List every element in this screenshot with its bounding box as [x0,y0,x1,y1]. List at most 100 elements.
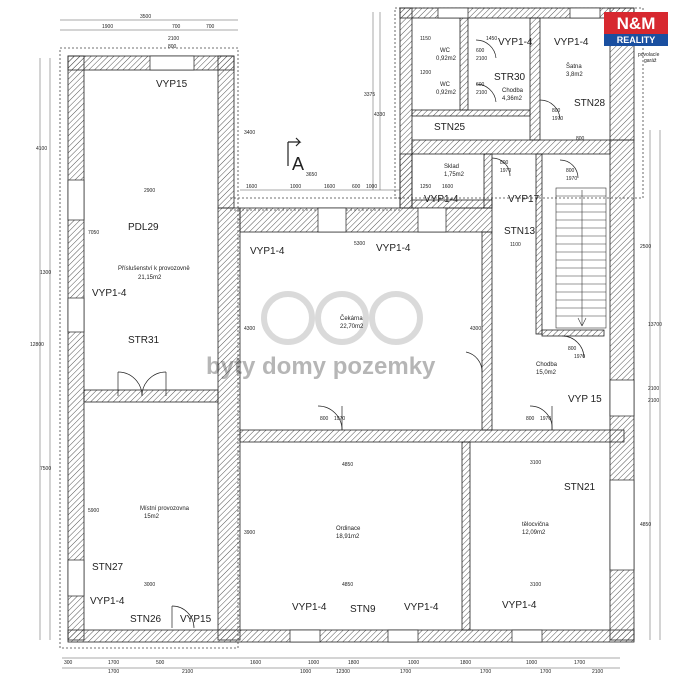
windows [67,7,635,643]
dim-bot-500: 500 [156,660,165,666]
tag-stn27: STN27 [92,562,124,573]
logo-main-text: N&M [617,14,656,33]
room-satna-name: Šatna [566,63,582,70]
window-left-3 [67,559,85,597]
window-left-1 [67,179,85,221]
room-mistni-name: Místní provozovna [140,506,190,512]
window-chodba [609,379,635,417]
room-wc1-area: 0,92m2 [436,56,457,62]
wall-ordinace-right [461,441,471,631]
tag-vyp14-sklad: VYP1-4 [424,194,459,205]
window-cekarna-2 [417,207,447,233]
watermark: byty domy pozemky [206,291,436,380]
dim-bot-1700e: 1700 [480,669,491,675]
dim-top-1100: 1100 [510,242,521,248]
wall-left-divider [83,389,219,403]
dim-door-800a: 800 [320,416,329,422]
tag-stn28: STN28 [574,98,606,109]
door-stn26 [171,605,195,629]
element-tags: VYP15 PDL29 VYP1-4 STR31 STN27 VYP1-4 ST… [90,37,606,625]
dim-mid-3000: 3000 [144,582,155,588]
dim-door-1970a: 1970 [334,416,345,422]
dim-bot-1800a: 1800 [348,660,359,666]
wall-cekarna-right [481,231,493,431]
wall-stair-bottom [541,329,605,337]
dim-v-4300a: 4300 [244,326,255,332]
wall-central-middle [239,429,625,443]
room-prislusenstvi-name: Příslušenství k provozovně [118,266,190,272]
tag-vyp14-ordinace-right: VYP1-4 [404,602,439,613]
room-wc2-area: 0,92m2 [436,90,457,96]
dim-door-800c: 800 [568,346,577,352]
dim-bot-1000a: 1000 [308,660,319,666]
dim-top-600: 600 [352,184,361,190]
dim-left-7500: 7500 [40,466,51,472]
dim-bot-1600a: 1600 [250,660,261,666]
watermark-icon-2 [315,291,369,345]
dim-top-total: 3500 [140,14,151,20]
tag-vyp14-telocvicna: VYP1-4 [502,600,537,611]
watermark-text: byty domy pozemky [206,353,436,380]
window-telocvicna [511,629,543,643]
room-cekarna-name: Čekárna [340,315,363,322]
dim-top-1600c: 1600 [442,184,453,190]
dim-top-1600b: 1600 [324,184,335,190]
dim-left-4100: 4100 [36,146,47,152]
logo-blue-block [604,34,668,46]
dim-right-2500: 2500 [640,244,651,250]
dim-door-1970b: 1970 [540,416,551,422]
dim-bot-2100: 2100 [182,669,193,675]
dim-top-3650: 3650 [306,172,317,178]
dim-door-800b: 800 [526,416,535,422]
tag-vyp14-ordinace-left: VYP1-4 [292,602,327,613]
room-telocvicna-area: 12,09m2 [522,530,546,536]
dim-door-2100a: 2100 [476,56,487,62]
dim-bot-1700f: 1700 [540,669,551,675]
dim-v-3400: 3400 [244,130,255,136]
wall-stair-left [535,153,543,335]
dim-top-800: 800 [168,44,177,50]
room-satna-area: 3,8m2 [566,72,583,78]
door-wc1 [475,39,497,59]
dim-bot-1700c: 1700 [108,669,119,675]
dim-door-600a: 600 [476,48,485,54]
section-marker-label: A [292,154,304,174]
tag-vyp17: VYP17 [508,194,540,205]
wall-central-top [239,207,493,233]
room-wc2-name: WC [440,82,451,88]
dim-left-12800: 12800 [30,342,44,348]
window-top-left [149,55,195,71]
wall-left-inner-upper [217,55,235,209]
brand-logo: N&M REALITY [604,12,668,46]
dim-top-1000: 1000 [290,184,301,190]
dim-bot-1700b: 1700 [574,660,585,666]
dim-top-1900: 1900 [102,24,113,30]
dim-v-4300b: 4300 [470,326,481,332]
window-satna [569,7,601,19]
dim-top-5300: 5300 [354,241,365,247]
dim-top-1250: 1250 [420,184,431,190]
window-left-2 [67,297,85,333]
door-wc2 [475,83,497,103]
room-chodba-name: Chodba [536,362,558,368]
dim-door-800c2: 800 [552,108,561,114]
door-stair-top [559,159,579,179]
dim-right-2100: 2100 [648,386,659,392]
wall-wc-bottom [411,139,611,155]
room-labels: Příslušenství k provozovně 21,15m2 Místn… [118,48,583,540]
dim-top-2100: 2100 [168,36,179,42]
dim-door-1970d: 1970 [552,116,563,122]
dim-mid-4850b: 4850 [342,582,353,588]
wall-sklad-left [399,153,413,209]
room-mistni-area: 15m2 [144,514,160,520]
tag-vyp14-mid-right: VYP1-4 [376,243,411,254]
tag-vyp14-satna: VYP1-4 [554,37,589,48]
room-ordinace-area: 18,91m2 [336,534,360,540]
watermark-icon-1 [261,291,315,345]
dim-door-2100b: 2100 [476,90,487,96]
wall-sklad-right [483,153,493,209]
staircase [555,187,607,329]
dim-mid-3100b: 3100 [530,582,541,588]
room-wc1-name: WC [440,48,451,54]
section-marker: A [287,137,304,174]
